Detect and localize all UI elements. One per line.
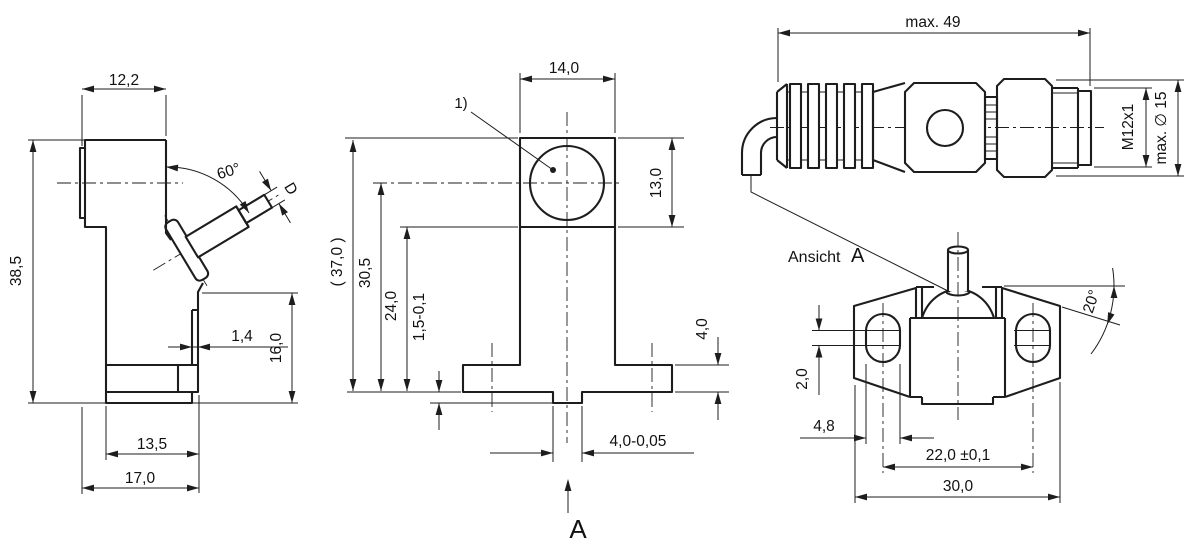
view-direction-label: A [569,514,587,544]
view-a: Ansicht A 2,0 4,8 22,0 ±0,1 [788,232,1125,503]
connector-body [903,81,987,174]
dim-left-total-height: 38,5 [8,256,25,286]
dim-flange-thickness: 4,0 [694,318,711,340]
dim-left-total-width: 17,0 [125,470,156,487]
left-view: D 60° 12,2 38,5 1,4 16,0 1 [8,72,301,494]
dim-overall-width: 30,0 [943,478,974,495]
right-wing [1001,286,1062,398]
dim-plug-diameter: D [280,180,300,198]
front-view: 1) 14,0 13,0 ( 37,0 ) 30,5 24,0 1,5-0,1 [329,60,729,544]
dim-key-width: 4,0-0,05 [610,433,667,450]
dim-slot-flat-height: 2,0 [794,368,811,390]
view-a-title: Ansicht [788,249,841,266]
dim-overall-height: ( 37,0 ) [329,237,346,286]
mounting-hole [528,144,606,222]
dim-body-height: 24,0 [383,291,400,322]
cable [740,116,778,177]
pin [946,250,970,291]
dim-face-height: 16,0 [268,333,285,364]
dim-thread-size: M12x1 [1120,104,1137,151]
knurled-nut [995,77,1054,179]
dim-connector-length: max. 49 [905,14,960,31]
thread-barrel [1052,86,1093,170]
dim-head-height: 13,0 [648,168,665,199]
dim-base-width: 13,5 [137,436,167,453]
left-view-tab [78,146,85,220]
dim-wing-angle: 20° [1080,288,1103,316]
dim-plate-thickness: 1,4 [231,328,253,345]
angled-plug: D [153,171,301,287]
strain-relief-ribs [788,82,875,170]
left-wing [852,286,917,398]
dim-key-height: 1,5-0,1 [411,293,428,341]
dim-left-top-width: 12,2 [109,72,139,89]
left-view-body-outline [83,138,204,405]
connector-view: max. 49 M12x1 max. ∅ 15 [740,14,1184,293]
dim-slot-width: 4,8 [813,418,835,435]
dim-max-diameter: max. ∅ 15 [1153,92,1170,165]
dim-head-width: 14,0 [549,60,580,77]
front-view-body-outline [461,136,674,405]
dim-hole-pitch: 22,0 ±0,1 [926,447,991,464]
dim-hole-center-height: 30,5 [357,258,374,288]
dim-plug-angle: 60° [215,160,242,183]
connector-hole [925,108,965,148]
view-a-title-letter: A [851,245,865,267]
callout-1: 1) [454,95,467,112]
